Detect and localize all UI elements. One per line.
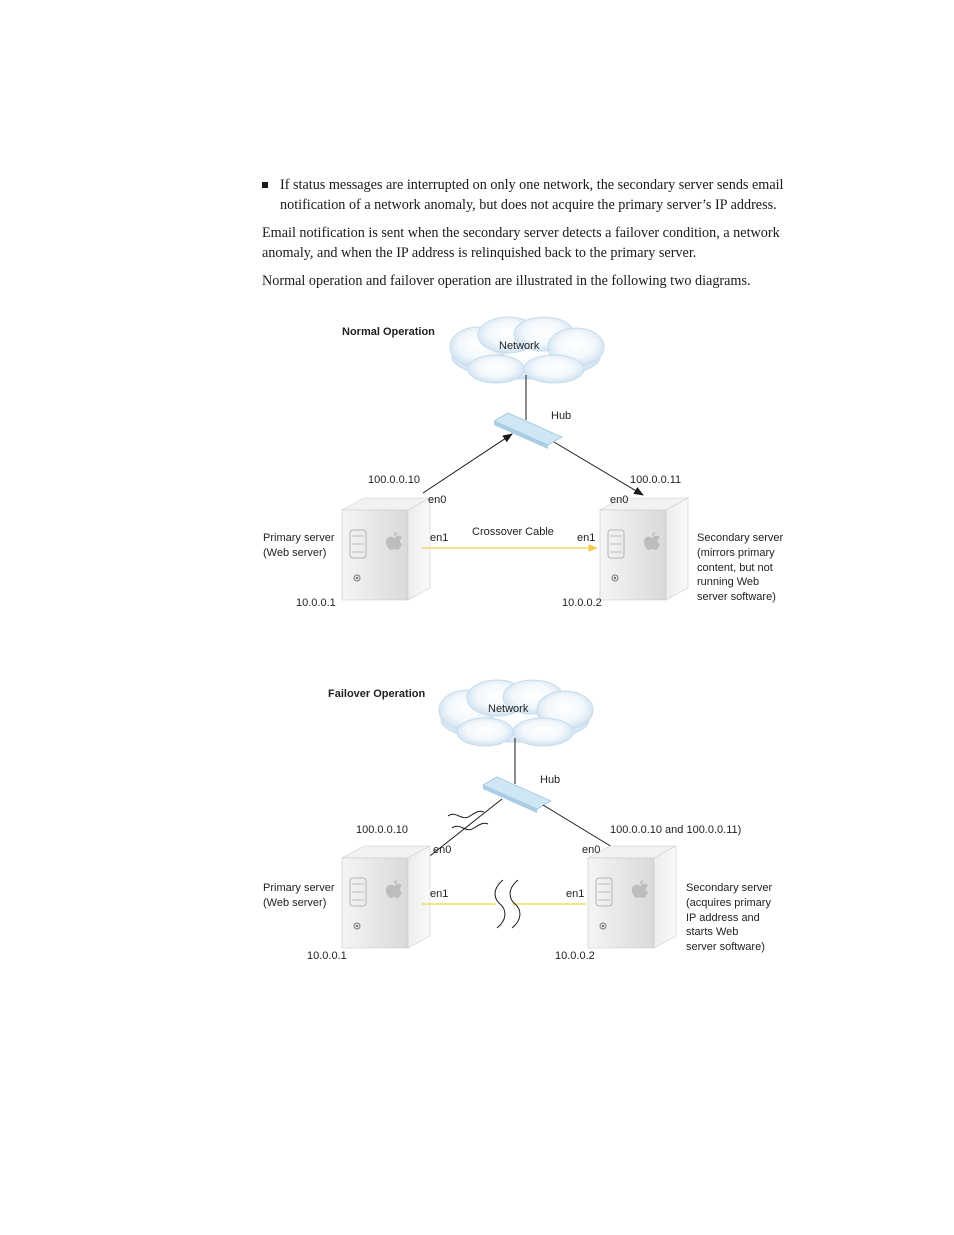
failover-network-label: Network — [488, 703, 529, 715]
failover-secondary-en1-label: en1 — [566, 888, 585, 900]
normal-primary-server-label: Primary server (Web server) — [263, 532, 335, 559]
failover-secondary-local-ip: 10.0.0.2 — [555, 950, 595, 962]
paragraph-email-notification: Email notification is sent when the seco… — [262, 225, 780, 261]
failover-operation-diagram — [341, 679, 677, 949]
failover-primary-server-icon — [341, 845, 431, 949]
normal-crossover-cable-label: Crossover Cable — [472, 526, 554, 538]
normal-secondary-server-icon — [599, 497, 689, 601]
normal-secondary-en1-label: en1 — [577, 532, 596, 544]
failover-hub-label: Hub — [540, 774, 561, 786]
normal-hub-to-primary-link — [422, 433, 513, 494]
failover-primary-public-ip: 100.0.0.10 — [356, 824, 408, 836]
normal-primary-server-icon — [341, 497, 431, 601]
normal-primary-local-ip: 10.0.0.1 — [296, 597, 336, 609]
failover-primary-en1-label: en1 — [430, 888, 449, 900]
normal-secondary-server-label: Secondary server (mirrors primary conten… — [697, 532, 784, 604]
bullet-mark — [262, 182, 268, 188]
failover-secondary-public-ip: 100.0.0.10 and 100.0.0.11) — [610, 824, 742, 836]
normal-operation-title: Normal Operation — [342, 326, 435, 338]
normal-hub-label: Hub — [551, 410, 572, 422]
normal-secondary-public-ip: 100.0.0.11 — [630, 474, 682, 486]
failover-primary-en0-label: en0 — [433, 844, 452, 856]
paragraph-diagrams-intro: Normal operation and failover operation … — [262, 273, 751, 289]
failover-hub-to-primary-link — [420, 798, 503, 864]
failover-hub-icon — [482, 776, 552, 813]
bullet-text: If status messages are interrupted on on… — [280, 177, 784, 213]
failover-secondary-server-icon — [587, 845, 677, 949]
normal-primary-en1-label: en1 — [430, 532, 449, 544]
failover-hub-to-secondary-link — [542, 804, 623, 854]
failover-cable-break-icon — [494, 879, 521, 929]
normal-primary-en0-label: en0 — [428, 494, 447, 506]
normal-secondary-local-ip: 10.0.0.2 — [562, 597, 602, 609]
normal-network-label: Network — [499, 340, 540, 352]
normal-hub-to-secondary-link — [553, 441, 644, 496]
normal-hub-icon — [493, 412, 563, 449]
failover-secondary-en0-label: en0 — [582, 844, 601, 856]
failover-operation-title: Failover Operation — [328, 688, 426, 700]
normal-secondary-en0-label: en0 — [610, 494, 629, 506]
normal-operation-diagram — [341, 316, 689, 601]
failover-secondary-server-label: Secondary server (acquires primary IP ad… — [686, 882, 773, 954]
failover-primary-local-ip: 10.0.0.1 — [307, 950, 347, 962]
failover-primary-server-label: Primary server (Web server) — [263, 882, 335, 909]
failover-primary-link-break-icon — [447, 810, 489, 831]
normal-primary-public-ip: 100.0.0.10 — [368, 474, 420, 486]
